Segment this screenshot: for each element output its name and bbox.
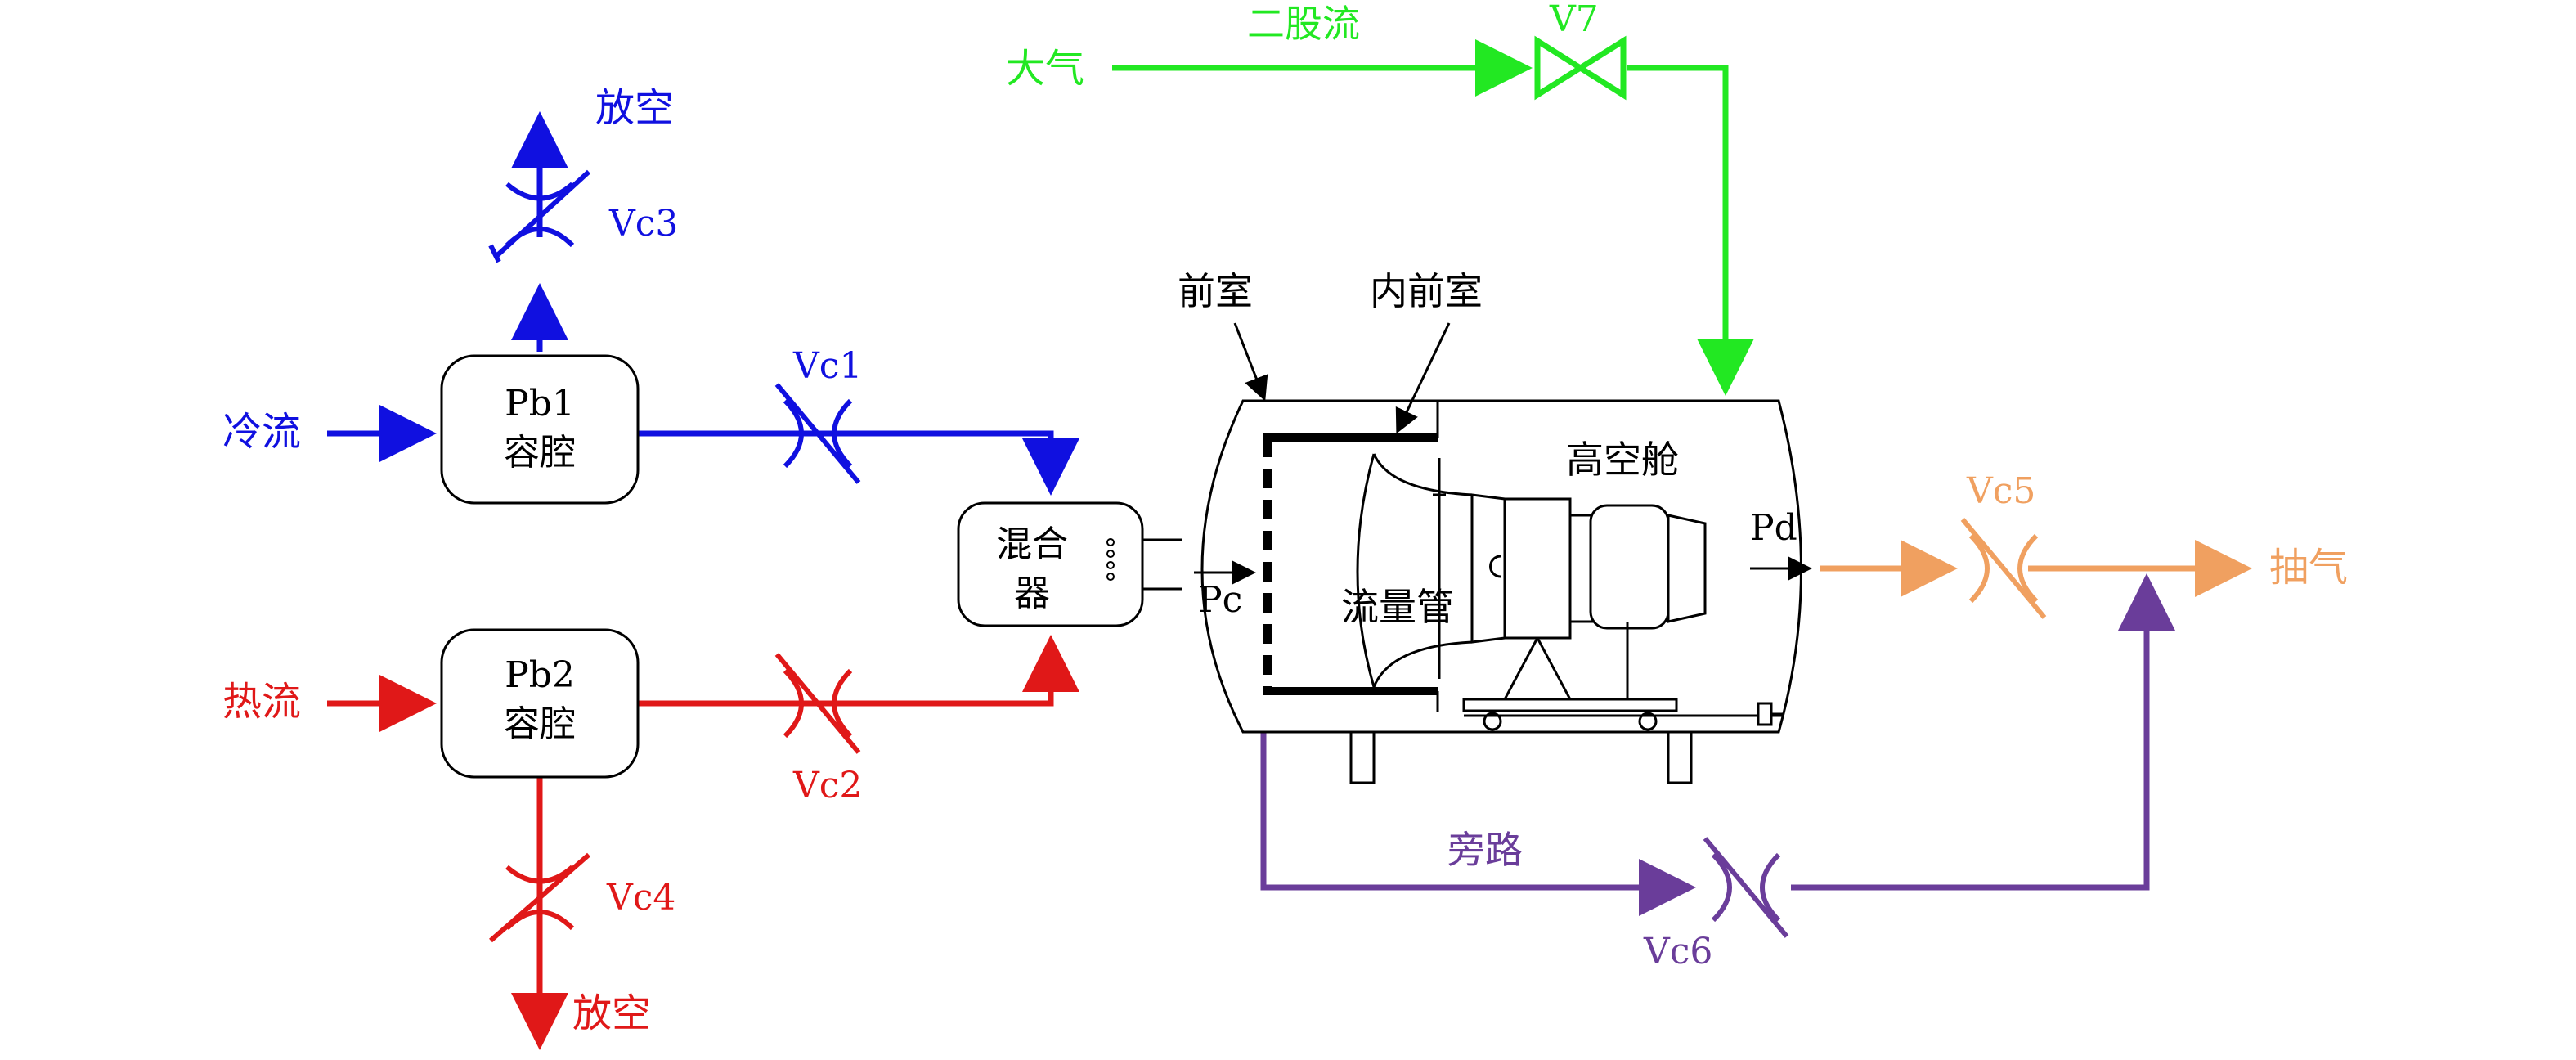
vent-top-label: 放空 [595, 85, 674, 131]
exhaust-label: 抽气 [2269, 545, 2348, 591]
pb1-cavity[interactable] [440, 354, 640, 505]
vc3-valve-icon[interactable] [488, 169, 591, 263]
secondary-flow-lines [1112, 39, 1754, 396]
v7-label: V7 [1549, 0, 1599, 40]
test-stand-trolley [1462, 698, 1783, 731]
vc2-label: Vc2 [792, 765, 862, 806]
vc5-valve-icon[interactable] [1960, 518, 2047, 619]
pc-label: Pc [1198, 579, 1242, 621]
flow-tube [1356, 453, 1473, 688]
bypass-lines [1260, 573, 2175, 916]
mixer-line1: 混合 [996, 523, 1068, 565]
vc5-label: Vc5 [1966, 470, 2035, 512]
vent-bottom-label: 放空 [572, 990, 651, 1036]
bypass-label: 旁路 [1447, 828, 1523, 872]
inner-front-chamber-label: 内前室 [1370, 269, 1483, 313]
pd-label: Pd [1750, 507, 1797, 549]
pb1-name: Pb1 [505, 383, 575, 424]
mixer-nozzles-icon [1106, 538, 1115, 581]
vc6-valve-icon[interactable] [1703, 837, 1789, 938]
leader-lines [1233, 322, 1451, 434]
vc1-valve-icon[interactable] [774, 383, 861, 484]
vc6-label: Vc6 [1643, 931, 1712, 972]
vc4-label: Vc4 [606, 877, 675, 919]
vc3-label: Vc3 [608, 203, 678, 245]
mixer-line2: 器 [1014, 573, 1050, 614]
vc4-valve-icon[interactable] [489, 852, 590, 943]
front-chamber-walls [1263, 401, 1439, 712]
pb2-subtitle: 容腔 [504, 703, 576, 745]
engine-icon [1470, 493, 1707, 700]
pb2-cavity[interactable] [440, 628, 640, 779]
mixer[interactable] [957, 501, 1182, 627]
hot-flow-lines [327, 635, 1079, 1050]
vc1-label: Vc1 [792, 345, 862, 387]
altitude-chamber-label: 高空舱 [1566, 438, 1679, 482]
atmosphere-label: 大气 [1006, 46, 1084, 92]
hot-flow-label: 热流 [222, 679, 301, 725]
cold-flow-lines [327, 111, 1079, 496]
flow-tube-label: 流量管 [1341, 585, 1454, 629]
v7-valve-icon[interactable] [1534, 35, 1627, 101]
pb2-name: Pb2 [505, 654, 575, 696]
cold-flow-label: 冷流 [222, 409, 301, 455]
vc2-valve-icon[interactable] [774, 653, 861, 754]
pb1-subtitle: 容腔 [504, 432, 576, 474]
secondary-flow-label: 二股流 [1247, 2, 1360, 46]
front-chamber-label: 前室 [1178, 269, 1253, 313]
